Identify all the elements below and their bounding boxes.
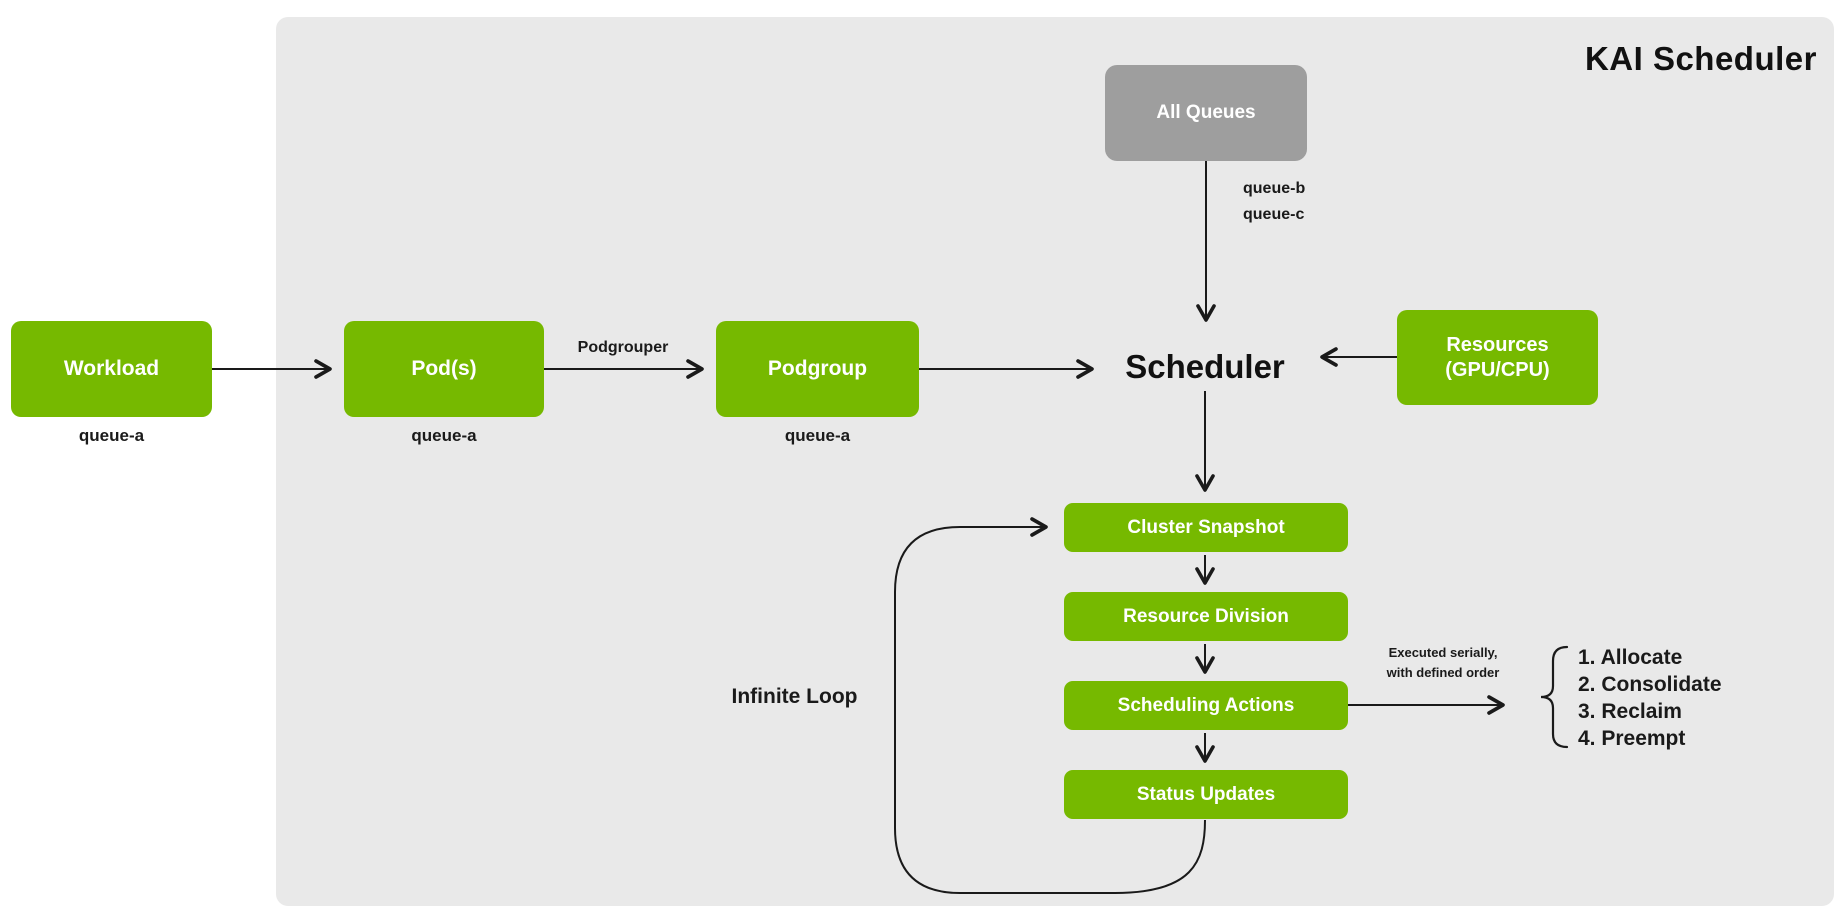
node-scheduling-actions: Scheduling Actions [1064, 681, 1348, 730]
queues-out-labels: queue-b queue-c [1243, 176, 1305, 228]
page-title: KAI Scheduler [1584, 40, 1817, 77]
serial-note-line2: with defined order [1386, 665, 1500, 680]
action-item-reclaim: 3. Reclaim [1578, 700, 1682, 723]
scheduler-panel [276, 17, 1834, 906]
node-all-queues-label: All Queues [1156, 102, 1256, 124]
node-podgroup-label: Podgroup [767, 356, 868, 380]
node-pods: Pod(s) [344, 321, 544, 417]
node-workload-label: Workload [63, 356, 160, 380]
node-workload: Workload [11, 321, 212, 417]
pods-queue-label: queue-a [411, 426, 477, 445]
node-cluster-snapshot-label: Cluster Snapshot [1127, 516, 1285, 538]
node-cluster-snapshot: Cluster Snapshot [1064, 503, 1348, 552]
podgroup-queue-label: queue-a [784, 426, 851, 445]
node-resource-division-label: Resource Division [1123, 605, 1289, 627]
action-item-consolidate: 2. Consolidate [1578, 673, 1722, 696]
node-resources-line1: Resources [1446, 333, 1549, 356]
node-resource-division: Resource Division [1064, 592, 1348, 641]
serial-note: Executed serially, with defined order [1357, 643, 1529, 683]
node-scheduling-actions-label: Scheduling Actions [1117, 694, 1295, 716]
queue-b-label: queue-b [1243, 180, 1306, 197]
actions-list: 1. Allocate 2. Consolidate 3. Reclaim 4.… [1578, 644, 1722, 752]
action-item-preempt: 4. Preempt [1578, 727, 1686, 750]
node-resources-line2: (GPU/CPU) [1445, 358, 1550, 381]
node-pods-label: Pod(s) [411, 356, 477, 380]
podgrouper-edge-label: Podgrouper [577, 339, 669, 356]
infinite-loop-label: Infinite Loop [731, 685, 858, 708]
node-podgroup: Podgroup [716, 321, 919, 417]
serial-note-line1: Executed serially, [1388, 645, 1498, 660]
node-status-updates: Status Updates [1064, 770, 1348, 819]
node-status-updates-label: Status Updates [1136, 783, 1276, 805]
queue-c-label: queue-c [1243, 206, 1305, 223]
node-all-queues: All Queues [1105, 65, 1307, 161]
node-resources: Resources (GPU/CPU) [1397, 310, 1598, 405]
action-item-allocate: 1. Allocate [1578, 646, 1683, 669]
workload-queue-label: queue-a [78, 426, 145, 445]
scheduler-title: Scheduler [1125, 348, 1285, 385]
